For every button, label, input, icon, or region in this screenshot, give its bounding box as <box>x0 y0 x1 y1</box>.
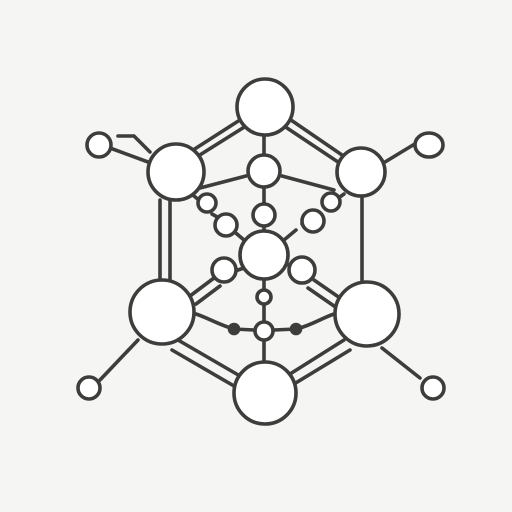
node-inner-top <box>246 153 282 189</box>
bond-lr-chain-a <box>312 278 342 300</box>
node-chain-ur-1 <box>320 191 342 213</box>
node-terminal-lowerleft <box>76 375 102 401</box>
node-chain-lr <box>287 255 317 285</box>
bond-terminal-upperright <box>383 140 420 164</box>
node-bottom <box>232 360 298 426</box>
node-upper-left <box>146 142 206 202</box>
bond-ll-chain-b <box>194 284 222 306</box>
terminal-nodes <box>76 131 446 401</box>
bond-innertop-upperright <box>280 174 336 192</box>
bond-bottom-left-b <box>170 348 236 388</box>
bond-bottom-right-curve <box>272 312 336 332</box>
bond-terminal-upperleft-hook <box>116 134 152 154</box>
outer-nodes <box>128 77 401 426</box>
bond-top-upperleft <box>188 116 245 154</box>
node-terminal-upperright <box>413 131 445 159</box>
bond-bottom-right-b <box>292 348 352 386</box>
node-chain-ur-2 <box>300 208 326 234</box>
node-lower-right <box>333 280 401 348</box>
node-center <box>238 229 290 281</box>
outer-bonds <box>158 116 364 388</box>
bond-terminal-lowerright <box>380 346 422 380</box>
bond-ll-chain-a <box>188 276 216 298</box>
node-bottom-small <box>253 320 275 342</box>
node-center-down <box>255 288 273 306</box>
node-terminal-lowerright <box>420 375 446 401</box>
node-upper-right <box>335 146 387 198</box>
bond-bottom-left-curve <box>194 312 256 332</box>
bond-bottom-right-a <box>288 338 346 376</box>
node-chain-ll <box>210 256 238 284</box>
bond-bottom-left-a <box>176 338 242 378</box>
node-top <box>235 77 295 137</box>
inner-nodes <box>196 153 342 342</box>
bond-terminal-upperleft <box>108 146 150 164</box>
node-inner-mid <box>251 202 277 228</box>
bond-innertop-upperleft <box>198 174 248 190</box>
node-terminal-upperleft <box>85 131 113 159</box>
node-dot-right <box>289 322 303 336</box>
bond-terminal-lowerleft <box>98 338 140 382</box>
bond-top-upperleft-2 <box>193 124 248 160</box>
node-chain-ul-2 <box>213 212 239 238</box>
terminal-bonds <box>98 134 422 382</box>
node-chain-ul-1 <box>196 192 218 214</box>
node-lower-left <box>128 278 196 346</box>
bond-lr-chain-b <box>306 286 336 308</box>
bond-top-upperright-2 <box>282 124 340 164</box>
node-dot-left <box>227 322 241 336</box>
bond-top-upperright <box>286 116 344 157</box>
bond-ur-chain-3 <box>282 228 298 242</box>
